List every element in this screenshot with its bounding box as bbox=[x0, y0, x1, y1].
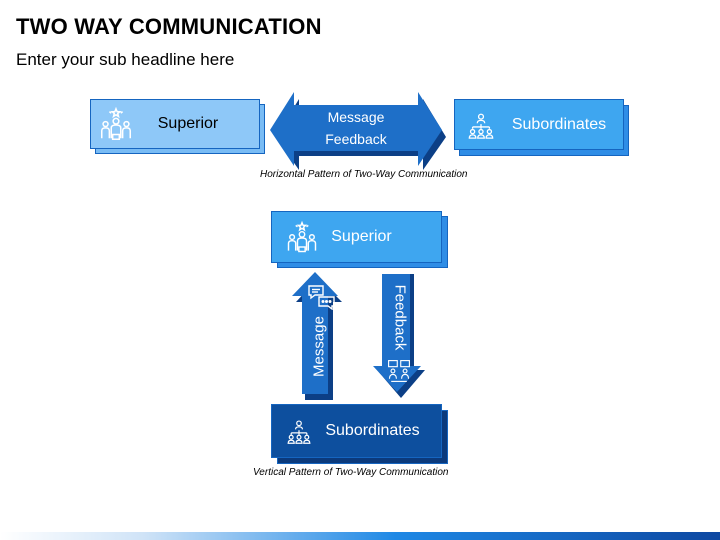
hierarchy-people-icon bbox=[287, 420, 311, 444]
page-subtitle: Enter your sub headline here bbox=[16, 50, 235, 69]
horizontal-subordinates-box: Subordinates bbox=[454, 99, 630, 157]
vertical-subordinates-label: Subordinates bbox=[325, 422, 420, 439]
horizontal-arrow-feedback-label: Feedback bbox=[325, 131, 387, 147]
chat-bubbles-icon bbox=[308, 285, 335, 310]
down-arrow-feedback-label: Feedback bbox=[391, 284, 409, 351]
horizontal-caption: Horizontal Pattern of Two-Way Communicat… bbox=[260, 169, 468, 180]
box-face: Superior bbox=[271, 211, 442, 263]
vertical-superior-label: Superior bbox=[331, 228, 392, 245]
vertical-subordinates-box: Subordinates bbox=[271, 404, 448, 464]
page-title: TWO WAY COMMUNICATION bbox=[16, 14, 322, 39]
footer-gradient-bar bbox=[0, 532, 720, 540]
double-arrow-face bbox=[270, 92, 442, 166]
box-face: Superior bbox=[90, 99, 260, 149]
vertical-superior-box: Superior bbox=[271, 211, 448, 268]
box-face: Subordinates bbox=[454, 99, 624, 150]
leader-team-icon bbox=[287, 220, 317, 253]
up-arrow-message-label: Message bbox=[310, 316, 328, 377]
horizontal-superior-label: Superior bbox=[157, 115, 219, 132]
hierarchy-people-icon bbox=[468, 113, 494, 139]
box-face: Subordinates bbox=[271, 404, 442, 458]
feedback-people-icon bbox=[388, 360, 410, 382]
vertical-caption: Vertical Pattern of Two-Way Communicatio… bbox=[253, 467, 449, 478]
double-arrow-horizontal bbox=[270, 92, 446, 170]
leader-team-icon bbox=[100, 106, 132, 141]
horizontal-superior-box: Superior bbox=[90, 99, 266, 155]
horizontal-arrow-message-label: Message bbox=[327, 109, 385, 125]
horizontal-subordinates-label: Subordinates bbox=[511, 115, 607, 133]
